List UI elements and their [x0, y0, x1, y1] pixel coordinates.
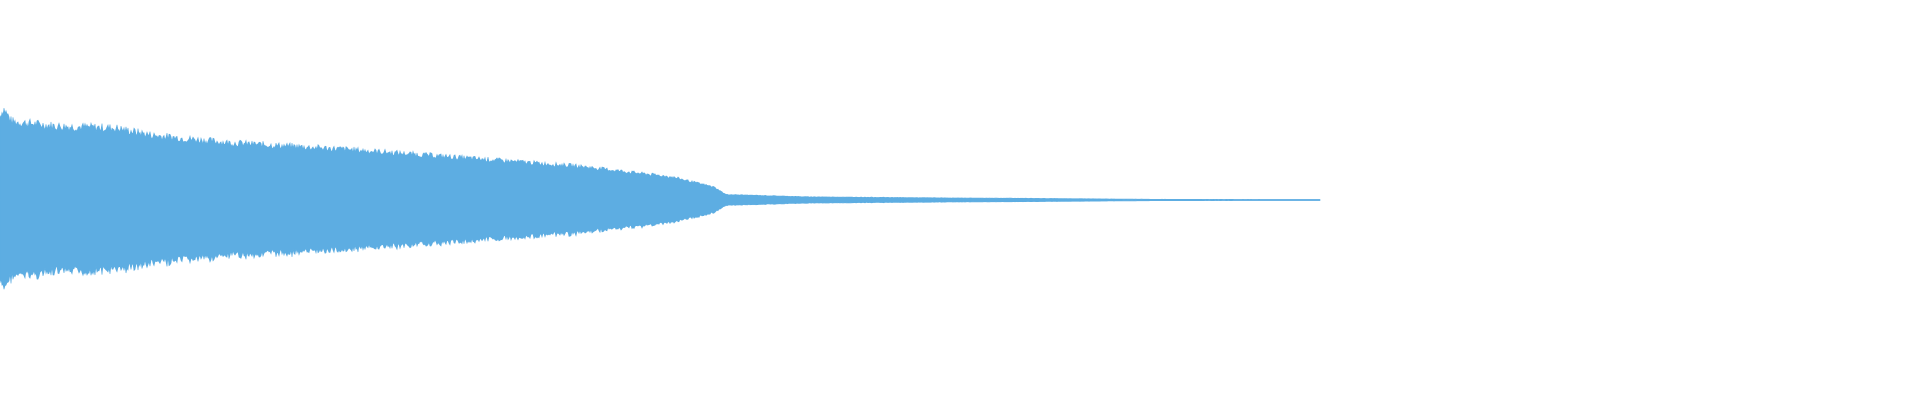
waveform-body: [0, 107, 1321, 290]
waveform-samples: [0, 107, 1321, 290]
